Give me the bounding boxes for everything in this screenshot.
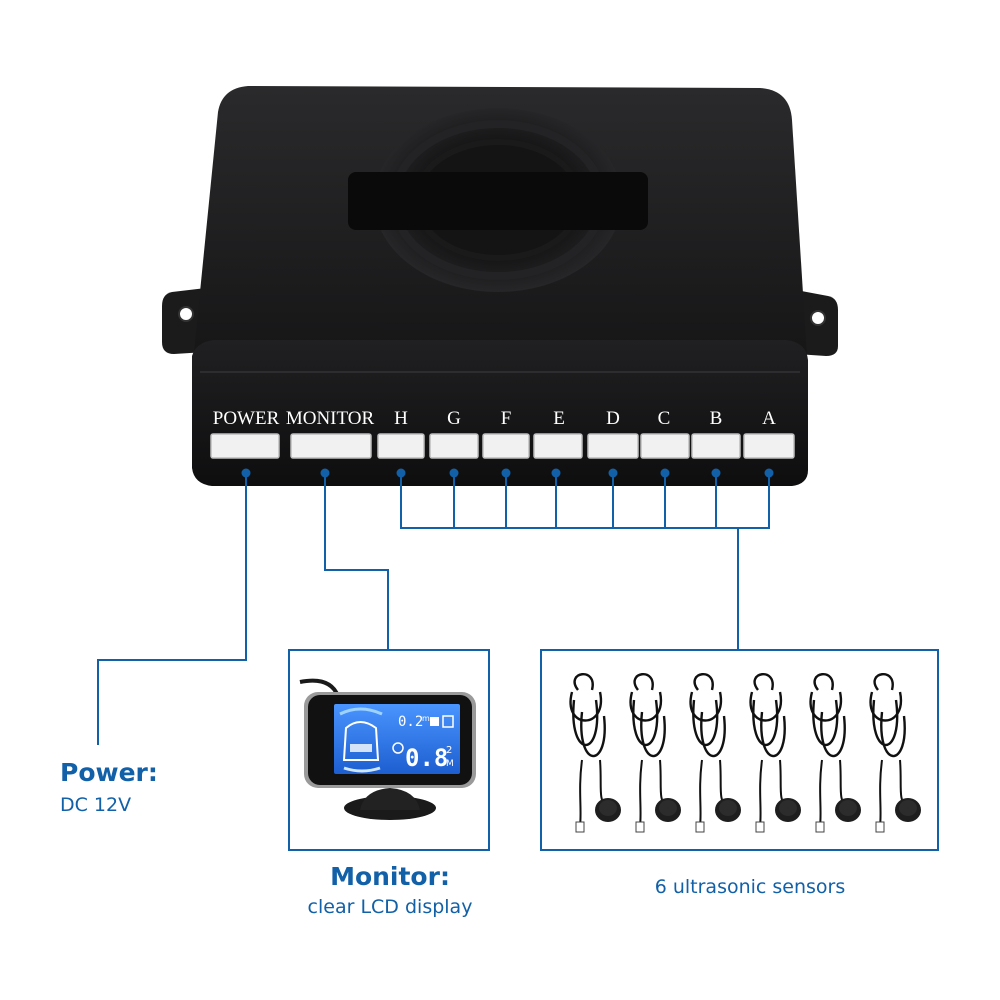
port-label-a: A <box>762 408 776 429</box>
power-callout-title: Power: <box>60 758 158 787</box>
port-labels: POWER MONITOR H G F E D C B A <box>213 408 776 429</box>
monitor-callout-subtitle: clear LCD display <box>307 896 473 918</box>
sensors-callout-title: 6 ultrasonic sensors <box>654 876 846 898</box>
port-label-e: E <box>553 408 565 429</box>
lcd-top-reading: 0.2 <box>398 714 423 730</box>
monitor-line <box>324 473 389 650</box>
monitor-frame <box>288 649 490 851</box>
port-label-b: B <box>710 408 723 429</box>
connection-lines <box>97 473 770 745</box>
ultrasonic-sensor-icon <box>809 673 861 833</box>
power-callout-subtitle: DC 12V <box>60 794 132 816</box>
speaker-emblem-icon <box>348 108 648 292</box>
ultrasonic-sensor-icon <box>689 673 741 833</box>
port-label-power: POWER <box>213 408 280 429</box>
lcd-main-unit: M <box>446 759 454 769</box>
port-label-f: F <box>501 408 512 429</box>
port-label-c: C <box>658 408 671 429</box>
sensor-connector-d <box>587 433 639 459</box>
sensor-bus <box>400 473 770 529</box>
ultrasonic-sensor-icon <box>869 673 921 833</box>
monitor-connector <box>290 433 372 459</box>
lcd-monitor-icon: 0.2 m 0.8 2 M <box>299 678 476 820</box>
sensor-connector-c <box>640 433 690 459</box>
ultrasonic-sensor-icon <box>629 673 681 833</box>
sensor-connector-h <box>377 433 425 459</box>
port-label-g: G <box>447 408 461 429</box>
lcd-top-unit: m <box>422 714 430 723</box>
lcd-main-reading: 0.8 <box>405 744 448 772</box>
sensor-connector-b <box>691 433 741 459</box>
port-connectors <box>210 433 795 459</box>
port-label-h: H <box>394 408 408 429</box>
ultrasonic-sensor-icon <box>749 673 801 833</box>
port-label-d: D <box>606 408 620 429</box>
sensor-connector-a <box>743 433 795 459</box>
port-label-monitor: MONITOR <box>286 408 375 429</box>
sensor-connector-g <box>429 433 479 459</box>
power-connector <box>210 433 280 459</box>
sensors-frame <box>540 649 939 851</box>
monitor-callout-title: Monitor: <box>330 862 450 891</box>
connection-dots <box>241 468 774 478</box>
ultrasonic-sensor-icon <box>569 673 621 833</box>
ultrasonic-sensor-group <box>569 673 921 833</box>
lcd-main-reading-small: 2 <box>446 745 452 756</box>
sensor-connector-f <box>482 433 530 459</box>
sensor-connector-e <box>533 433 583 459</box>
power-line <box>97 473 247 745</box>
